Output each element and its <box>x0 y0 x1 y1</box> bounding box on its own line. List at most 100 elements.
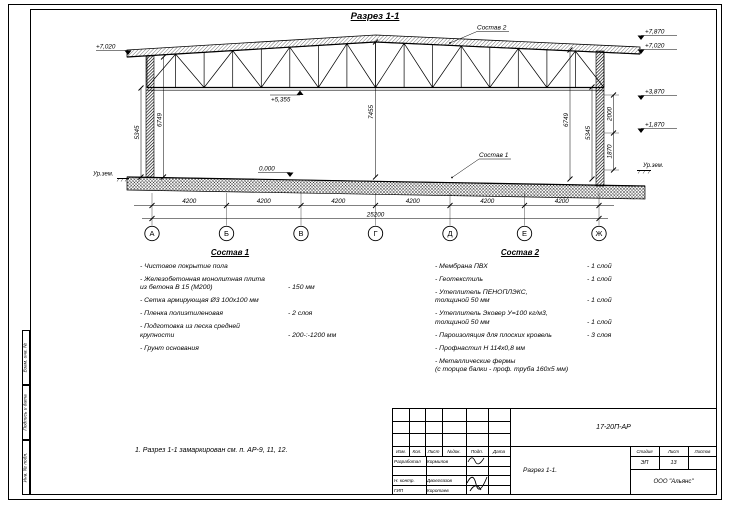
legend2-list: - Мембрана ПВХ- 1 слой - Геотекстиль- 1 … <box>435 263 675 379</box>
stamp-role <box>393 466 426 475</box>
dim-label: 4200 <box>182 198 197 205</box>
stamp-line <box>466 409 467 495</box>
stamp-line <box>630 446 631 495</box>
list-item: - Металлические фермы (с торцов балки - … <box>435 357 569 374</box>
stamp-line <box>442 409 443 456</box>
extension-lines <box>151 94 619 226</box>
list-item: - Железобетонная монолитная плита из бет… <box>140 275 315 292</box>
stamp-line <box>393 433 510 434</box>
elevation-value: +5,355 <box>271 97 291 104</box>
section-title: Разрез 1-1 <box>350 11 400 22</box>
legend1-list: - Чистовое покрытие пола - Железобетонна… <box>140 263 385 358</box>
stamp-col-izm: Изм. <box>396 448 406 454</box>
dim-label: 2000 <box>606 107 613 123</box>
axis-label: Е <box>522 229 527 238</box>
total-dim-label: 25200 <box>366 212 385 219</box>
dim-label: 4200 <box>406 198 421 205</box>
axis-label: В <box>298 229 303 238</box>
axis-label: Д <box>447 229 452 238</box>
axis-bubbles: А Б В Г Д Е Ж <box>144 225 607 242</box>
drawing-frame <box>30 9 717 495</box>
list-item: - Утеплитель ПЕНОПЛЭКС, толщиной 50 мм- … <box>435 288 612 305</box>
list-item: - Сетка армирующая Ø3 100x100 мм <box>140 297 259 305</box>
list-item: - Геотекстиль- 1 слой <box>435 275 612 283</box>
stamp-line <box>630 469 717 470</box>
signature-marks <box>466 457 488 492</box>
dim-label: 4200 <box>555 198 570 205</box>
stamp-line <box>659 446 660 469</box>
stamp-col-list: Лист <box>427 448 440 454</box>
stamp-line <box>393 466 510 467</box>
dimension-ticks <box>138 39 617 222</box>
callout-roof-label: Состав 2 <box>477 25 507 32</box>
stamp-col-doc: №док. <box>447 448 461 454</box>
dim-label: 4200 <box>480 198 495 205</box>
ground-level-marks: Ур.зем. Ур.зем. <box>92 163 664 182</box>
stamp-role: Н. контр. <box>394 477 415 483</box>
stamp-sheets-value <box>688 456 717 469</box>
stamp-name <box>426 466 466 475</box>
axis-label: А <box>149 229 154 238</box>
stamp-role: ГИП <box>394 487 404 493</box>
dim-label: 4200 <box>257 198 272 205</box>
axis-label: Ж <box>596 229 603 238</box>
axis-label: Г <box>373 229 377 238</box>
drawing-note: 1. Разрез 1-1 замаркирован см. п. АР-9, … <box>135 447 288 454</box>
ground-label-left: Ур.зем. <box>92 172 114 178</box>
ground-label-right: Ур.зем. <box>642 163 664 169</box>
margin-label: Подпись и дата <box>23 394 29 431</box>
dim-label: 5345 <box>585 126 592 141</box>
stamp-name: Кормилов <box>427 458 449 464</box>
elevation-value: +7,020 <box>96 43 116 50</box>
dim-label: 4200 <box>331 198 346 205</box>
section-drawing: 4200 4200 4200 4200 4200 4200 25200 5345… <box>92 25 677 242</box>
dim-label: 6749 <box>156 113 163 128</box>
height-dimension-labels: 5345 6749 7455 6749 5345 2000 1870 <box>134 105 613 159</box>
legend2-title: Состав 2 <box>500 248 540 257</box>
floor-slab <box>126 176 646 200</box>
list-item: - Пленка полиэтиленовая- 2 слоя <box>140 310 313 318</box>
dim-label: 5345 <box>134 125 141 140</box>
margin-cell-podpis: Подпись и дата <box>21 385 30 440</box>
callouts: Состав 2 Состав 1 <box>449 25 511 179</box>
list-item: - Профнастил Н 114х0,8 мм <box>435 344 526 352</box>
elevation-value: 0,000 <box>259 166 275 173</box>
left-column <box>145 55 155 178</box>
dim-label: 6749 <box>563 113 570 128</box>
stamp-sheets-label: Листов <box>694 448 711 454</box>
margin-label: Инв. № подл. <box>23 452 29 483</box>
list-item: - Утеплитель Эковер У=100 кг/м3, толщино… <box>435 310 612 326</box>
horizontal-dimension-lines <box>134 205 614 219</box>
stamp-drawing-title: Разрез 1-1. <box>523 467 558 474</box>
stamp-name: Коротаев <box>427 487 449 493</box>
axis-label: Б <box>224 229 229 238</box>
elevation-marks: +7,020 +7,870 +7,020 +3,870 +1,870 0,000… <box>96 29 677 177</box>
list-item: - Мембрана ПВХ- 1 слой <box>435 263 612 270</box>
list-item: - Грунт основания <box>140 344 199 352</box>
margin-cell-inv: Инв. № подл. <box>21 440 30 495</box>
stamp-name: Двоеглазов <box>427 477 452 483</box>
stamp-line <box>488 409 489 495</box>
right-column <box>595 50 605 187</box>
stamp-line <box>510 409 511 495</box>
stamp-sheet-value: 13 <box>670 459 677 466</box>
dim-label: 7455 <box>368 105 375 120</box>
elevation-flag-triangles <box>124 35 645 177</box>
callout-floor-label: Состав 1 <box>479 152 509 159</box>
sheet-outer-border <box>8 4 722 500</box>
stamp-col-kol: Кол. <box>412 448 422 454</box>
stamp-stage-label: Стадия <box>636 448 653 454</box>
stamp-line <box>630 456 717 457</box>
stamp-role: Разработал <box>394 458 421 464</box>
title-block: Изм. Кол. Лист №док. Подп. Дата Разработ… <box>392 408 717 495</box>
vertical-dimension-lines <box>140 42 614 179</box>
list-item: - Пароизоляция для плоских кровель- 3 сл… <box>435 331 612 339</box>
stamp-org-name: ООО "Альянс" <box>653 479 694 485</box>
stamp-line <box>393 475 510 476</box>
margin-cell-vzam: Взам. инв. № <box>21 330 30 385</box>
stamp-col-podp: Подп. <box>470 448 484 454</box>
stamp-doc-number: 17-20П-АР <box>596 424 631 431</box>
dim-label: 1870 <box>606 144 613 159</box>
stamp-line <box>688 446 689 469</box>
